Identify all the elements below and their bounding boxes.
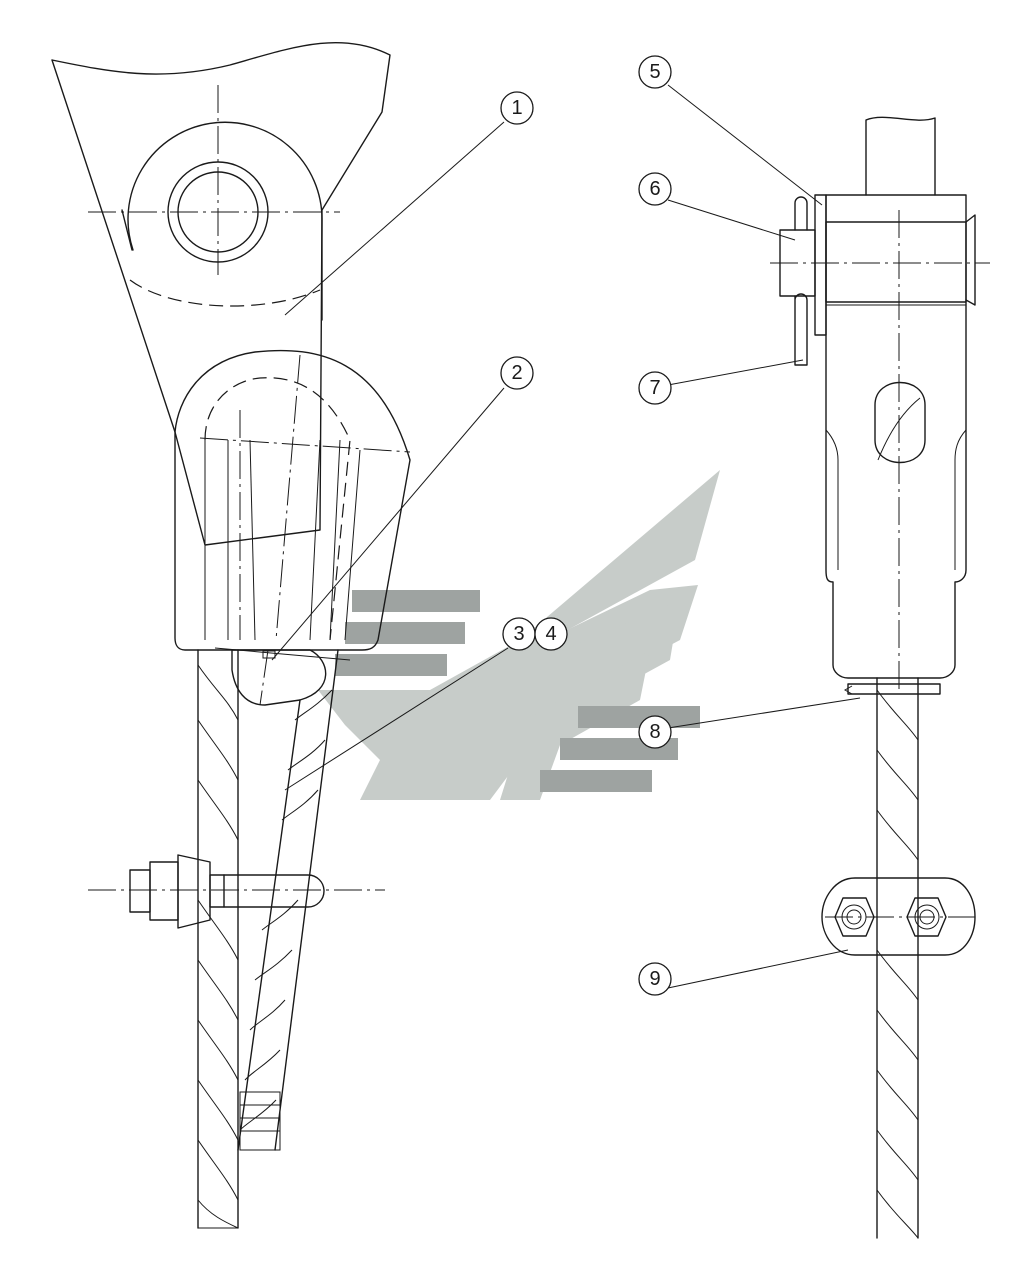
- left-view: [51, 41, 411, 1229]
- left-live-rope: [197, 649, 239, 1229]
- right-plate: [865, 116, 936, 196]
- left-plate: [51, 41, 391, 546]
- svg-text:8: 8: [649, 721, 660, 743]
- balloon-4: 4: [534, 617, 568, 651]
- svg-text:6: 6: [649, 178, 660, 200]
- svg-text:9: 9: [649, 968, 660, 990]
- left-wedge: [231, 649, 327, 706]
- left-clamp-ubolt: [223, 874, 325, 908]
- svg-text:2: 2: [511, 362, 522, 384]
- right-pin: [825, 221, 967, 303]
- svg-text:5: 5: [649, 61, 660, 83]
- right-view: [770, 116, 990, 1239]
- left-socket-body: [174, 349, 411, 651]
- svg-text:1: 1: [511, 97, 522, 119]
- right-rope-clip: [847, 683, 941, 695]
- balloon-9: 9: [638, 962, 672, 996]
- left-clamp-nut: [129, 869, 151, 913]
- right-socket-body: [825, 194, 967, 679]
- balloon-7: 7: [638, 371, 672, 405]
- right-clamp-nut-right: [906, 897, 947, 937]
- svg-text:4: 4: [545, 623, 556, 645]
- left-plate-boss: [127, 121, 323, 321]
- leader-lines: [271, 84, 861, 989]
- right-cotter-pin: [794, 196, 808, 366]
- right-socket-slot: [874, 381, 926, 464]
- balloon-1: 1: [500, 91, 534, 125]
- left-dead-rope: [237, 649, 339, 1151]
- svg-text:7: 7: [649, 377, 660, 399]
- balloon-5: 5: [638, 55, 672, 89]
- right-washer: [814, 194, 827, 336]
- watermark-logo: [318, 470, 720, 800]
- right-rope: [876, 677, 919, 1239]
- svg-text:3: 3: [513, 623, 524, 645]
- right-double-clamp: [821, 877, 976, 956]
- balloon-6: 6: [638, 172, 672, 206]
- balloon-8: 8: [638, 715, 672, 749]
- balloon-2: 2: [500, 356, 534, 390]
- balloon-3: 3: [502, 617, 536, 651]
